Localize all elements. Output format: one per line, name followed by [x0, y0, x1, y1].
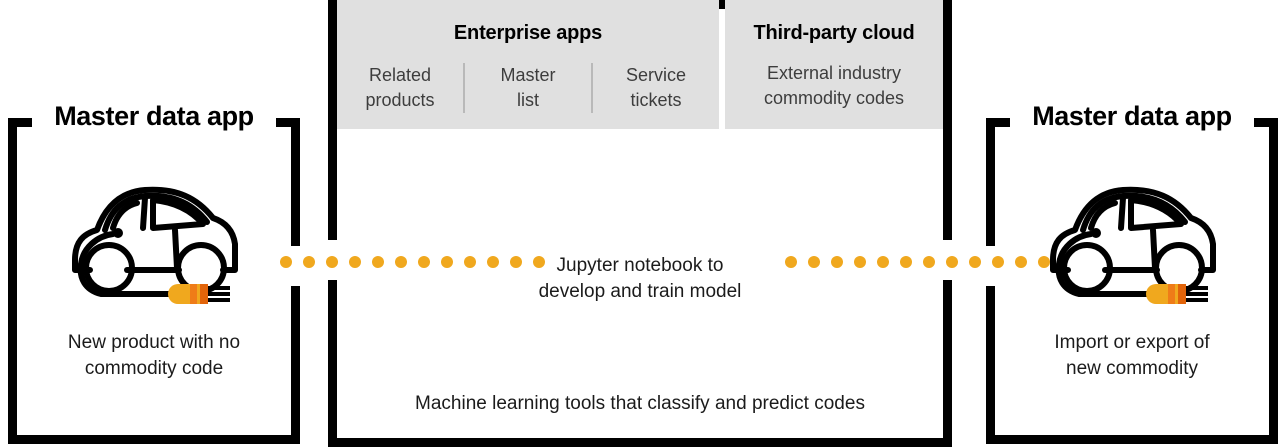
- center-border-bottom: [328, 438, 952, 447]
- connector-dot: [969, 256, 981, 268]
- connector-dot: [831, 256, 843, 268]
- related-products-line-1: Related: [368, 65, 432, 85]
- charging-plug-icon: [1145, 284, 1208, 304]
- connector-dot: [923, 256, 935, 268]
- left-car-illustration: [8, 178, 300, 306]
- connector-dot: [533, 256, 545, 268]
- left-caption-line-2: commodity code: [84, 358, 224, 379]
- data-source-panels: Enterprise apps Related products Master …: [337, 0, 943, 129]
- connector-dot: [464, 256, 476, 268]
- connector-dot: [785, 256, 797, 268]
- right-caption-line-1: Import or export of: [1054, 332, 1210, 353]
- third-party-cloud-description: External industry commodity codes: [725, 47, 943, 129]
- third-party-cloud-panel: Third-party cloud External industry comm…: [725, 0, 943, 129]
- connector-dot: [808, 256, 820, 268]
- connector-dot: [946, 256, 958, 268]
- master-data-app-left-panel: Master data app: [8, 100, 300, 444]
- panel-border-right-lower: [291, 286, 300, 444]
- master-list-line-2: list: [517, 90, 539, 110]
- connector-dot: [900, 256, 912, 268]
- right-panel-title: Master data app: [1023, 100, 1241, 132]
- panel-border-left-lower: [986, 286, 995, 444]
- connector-dot: [441, 256, 453, 268]
- connector-dot: [372, 256, 384, 268]
- left-caption-line-1: New product with no: [67, 332, 241, 353]
- panel-border-bottom: [986, 435, 1278, 444]
- ml-platform-center-box: Enterprise apps Related products Master …: [328, 0, 952, 447]
- ml-tools-footer-label: Machine learning tools that classify and…: [415, 393, 865, 414]
- center-border-right-lower: [943, 280, 952, 447]
- enterprise-col-related-products: Related products: [337, 63, 463, 113]
- master-list-line-1: Master: [500, 65, 556, 85]
- connector-dot: [280, 256, 292, 268]
- connector-dot: [877, 256, 889, 268]
- related-products-line-2: products: [365, 90, 435, 110]
- panel-border-right: [1269, 118, 1278, 444]
- connector-dot: [992, 256, 1004, 268]
- jupyter-note-line-1: Jupyter notebook to: [556, 255, 724, 276]
- master-data-app-right-panel: Master data app: [986, 100, 1278, 444]
- connector-dot: [487, 256, 499, 268]
- service-tickets-line-1: Service: [625, 65, 687, 85]
- panel-border-top-left-stub: [986, 118, 1010, 127]
- third-party-cloud-title: Third-party cloud: [753, 22, 915, 44]
- connector-dot: [1015, 256, 1027, 268]
- panel-border-top-left-stub: [8, 118, 32, 127]
- enterprise-apps-columns: Related products Master list Service tic…: [337, 47, 719, 129]
- right-caption-line-2: new commodity: [1066, 358, 1198, 379]
- panel-border-left-upper: [986, 118, 995, 246]
- connector-dot: [326, 256, 338, 268]
- enterprise-apps-panel: Enterprise apps Related products Master …: [337, 0, 719, 129]
- cloud-line-2: commodity codes: [763, 88, 905, 108]
- center-border-left-upper: [328, 0, 337, 240]
- panel-border-top-right-stub: [1254, 118, 1278, 127]
- connector-dot: [418, 256, 430, 268]
- connector-dot: [510, 256, 522, 268]
- enterprise-col-master-list: Master list: [463, 63, 591, 113]
- electric-car-icon: [71, 186, 238, 304]
- connector-dot: [303, 256, 315, 268]
- connector-dot: [349, 256, 361, 268]
- connector-right-dotted-line: [785, 256, 1050, 268]
- jupyter-notebook-note: Jupyter notebook to develop and train mo…: [337, 253, 943, 305]
- electric-car-icon: [1049, 186, 1216, 304]
- left-panel-title: Master data app: [45, 100, 263, 132]
- right-car-illustration: [986, 178, 1278, 306]
- center-border-right-upper: [943, 0, 952, 240]
- cloud-line-1: External industry: [766, 63, 902, 83]
- service-tickets-line-2: tickets: [630, 90, 682, 110]
- connector-dot: [854, 256, 866, 268]
- enterprise-apps-title: Enterprise apps: [453, 22, 603, 44]
- connector-dot: [1038, 256, 1050, 268]
- left-panel-caption: New product with no commodity code: [8, 330, 300, 382]
- connector-left-dotted-line: [280, 256, 545, 268]
- right-panel-caption: Import or export of new commodity: [986, 330, 1278, 382]
- panel-border-top-right-stub: [276, 118, 300, 127]
- panel-border-right-upper: [291, 118, 300, 246]
- charging-plug-icon: [167, 284, 230, 304]
- connector-dot: [395, 256, 407, 268]
- panel-border-left: [8, 118, 17, 444]
- panel-border-bottom: [8, 435, 300, 444]
- enterprise-col-service-tickets: Service tickets: [591, 63, 719, 113]
- jupyter-note-line-2: develop and train model: [538, 281, 742, 302]
- center-border-left-lower: [328, 280, 337, 447]
